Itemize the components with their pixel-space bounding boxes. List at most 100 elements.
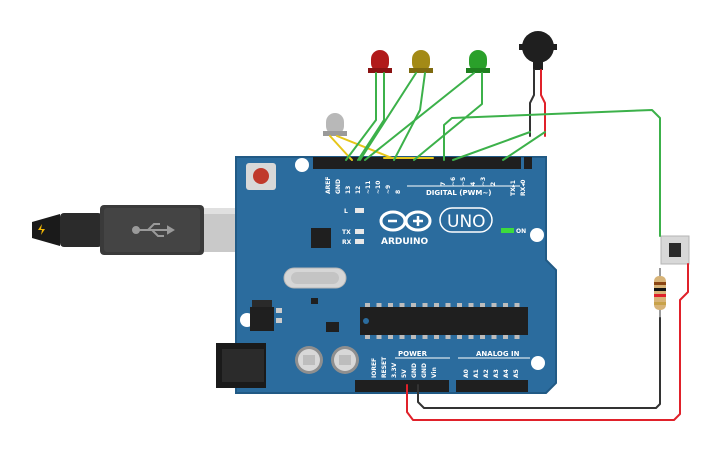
pin-label-4: 4 (470, 182, 477, 186)
pin-label-3v3: 3.3V (391, 362, 398, 378)
usb-cable (32, 205, 244, 255)
mcu-pin (445, 303, 451, 307)
push-button[interactable] (660, 235, 690, 265)
mcu-pin (434, 335, 439, 339)
pin-label-2: 2 (490, 182, 497, 186)
digital-header-label: DIGITAL (PWM~) (426, 189, 491, 197)
pin-label-gnd-1: GND (411, 363, 418, 378)
pin-label-a3: A3 (493, 369, 500, 378)
green-wire (364, 72, 475, 161)
pin-label-11: ~11 (365, 181, 372, 194)
pin-label-8: 8 (395, 190, 402, 194)
pin-label-12: 12 (355, 186, 362, 194)
mounting-hole (531, 356, 545, 370)
capacitor (295, 346, 323, 374)
analog-pin-labels: A0 A1 A2 A3 A4 A5 (463, 369, 520, 378)
yellow-wire (336, 135, 393, 159)
mcu-pin (514, 303, 520, 307)
pin-label-gnd-2: GND (421, 363, 428, 378)
white-led[interactable] (323, 113, 347, 136)
pin-label-1: TX▸1 (510, 180, 517, 196)
resistor (654, 268, 666, 318)
red-led[interactable] (368, 50, 392, 73)
green-wire (452, 131, 531, 161)
mcu-pin (411, 335, 416, 339)
pin-label-a0: A0 (463, 369, 470, 378)
mcu-pin (445, 335, 451, 339)
pin-label-gnd: GND (335, 179, 342, 194)
red-wire (540, 69, 546, 137)
green-wire (502, 131, 546, 161)
mcu-pin (399, 335, 405, 339)
mcu-pin (388, 303, 393, 307)
mcu-pin (480, 335, 485, 339)
mounting-hole (530, 228, 544, 242)
model-label: UNO (447, 212, 486, 232)
mcu-pin (411, 303, 416, 307)
wires (329, 69, 689, 421)
power-on-led: ON (501, 228, 526, 235)
mcu-pin (434, 303, 439, 307)
pin-label-9: ~9 (385, 185, 392, 194)
voltage-regulator (250, 298, 339, 332)
mcu-pin (399, 303, 405, 307)
pin-label-a2: A2 (483, 369, 490, 378)
pin-label-vin: Vin (431, 367, 438, 378)
green-wire (413, 72, 483, 161)
pin-label-10: ~10 (375, 181, 382, 194)
mcu-pin (365, 303, 370, 307)
mcu-pin (514, 335, 520, 339)
pin-label-6: ~6 (450, 177, 457, 186)
analog-header (456, 380, 528, 392)
green-wire (443, 109, 661, 237)
vibration-motor[interactable] (519, 31, 557, 70)
pin-label-7: 7 (440, 182, 447, 186)
digital-pin-labels: AREF GND 13 12 ~11 ~10 ~9 8 7 ~6 ~5 4 ~3… (325, 177, 527, 196)
power-header-label: POWER (398, 350, 428, 358)
mcu-pin (491, 303, 497, 307)
mcu-pin (422, 335, 428, 339)
pin-label-aref: AREF (325, 177, 332, 194)
mcu-pin (503, 335, 508, 339)
pin-label-5: ~5 (460, 177, 467, 186)
usb-chip (311, 228, 331, 248)
black-wire (529, 69, 535, 137)
led-label-l: L (344, 208, 348, 215)
mcu-pin (457, 335, 462, 339)
arduino-logo (379, 210, 432, 232)
power-pin-labels: IOREF RESET 3.3V 5V GND GND Vin (371, 356, 438, 378)
pin-label-ioref: IOREF (371, 358, 378, 378)
arduino-uno-board: AREF GND 13 12 ~11 ~10 ~9 8 7 ~6 ~5 4 ~3… (216, 156, 557, 394)
green-wire (357, 72, 385, 161)
mcu-pin (480, 303, 485, 307)
reset-button[interactable] (246, 163, 276, 190)
usb-icon (132, 223, 175, 237)
yellow-led[interactable] (409, 50, 433, 73)
uno-badge: UNO (439, 207, 493, 233)
analog-header-label: ANALOG IN (476, 350, 520, 358)
pin-label-reset: RESET (381, 356, 388, 378)
mcu-pin (365, 335, 370, 339)
pin-label-a4: A4 (503, 369, 510, 378)
pin-label-3: ~3 (480, 177, 487, 186)
green-led[interactable] (466, 50, 490, 73)
power-header (355, 380, 449, 392)
brand-label: ARDUINO (381, 237, 429, 247)
status-leds: L TX RX (342, 208, 364, 246)
pin-label-0: RX◂0 (520, 180, 527, 196)
yellow-wire (329, 135, 353, 161)
pin-label-5v: 5V (401, 369, 408, 378)
microcontroller-chip (360, 303, 528, 339)
led-label-tx: TX (342, 229, 351, 236)
pin-label-13: 13 (345, 186, 352, 194)
mcu-pin (457, 303, 462, 307)
mcu-pin (388, 335, 393, 339)
red-wire (406, 263, 689, 421)
pin-label-a5: A5 (513, 369, 520, 378)
mcu-pin (422, 303, 428, 307)
green-wire (393, 72, 426, 161)
mcu-pin (468, 335, 474, 339)
mounting-hole (295, 158, 309, 172)
on-label: ON (516, 228, 526, 235)
green-wire (345, 72, 377, 161)
